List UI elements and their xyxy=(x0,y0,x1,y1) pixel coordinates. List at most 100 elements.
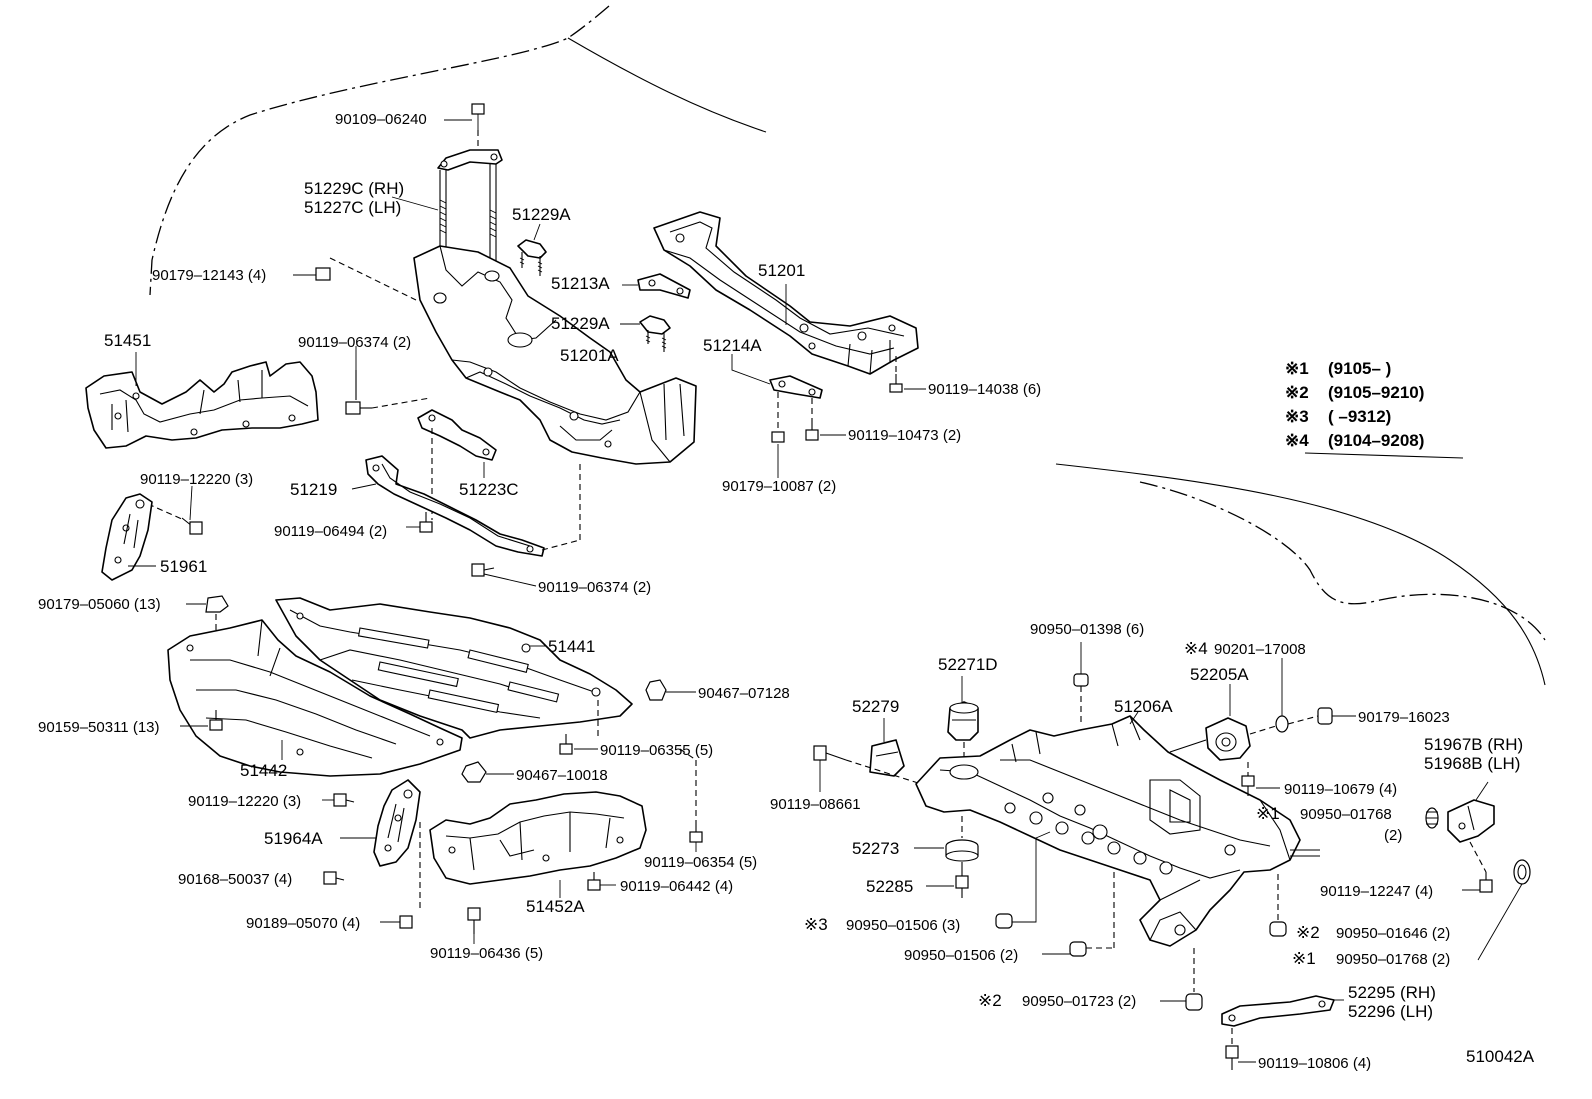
cushion-90950-01646 xyxy=(1269,921,1287,937)
nut-90179-10087 xyxy=(771,431,785,443)
bolt-52285 xyxy=(955,862,969,898)
label-90950-01723: 90950–01723 (2) xyxy=(1022,993,1136,1010)
label-51206A: 51206A xyxy=(1114,697,1173,716)
label-51441: 51441 xyxy=(548,637,595,656)
version-notes: ※1 (9105– ) ※2 (9105–9210) ※3 ( –9312) ※… xyxy=(1285,359,1464,459)
mark-3: ※3 xyxy=(804,915,828,934)
label-51452A: 51452A xyxy=(526,897,585,916)
rear-member-51206A xyxy=(915,715,1320,947)
bolt-90119-06374-a xyxy=(345,370,372,415)
label-90119-06442: 90119–06442 (4) xyxy=(620,878,733,895)
nut-90189-05070 xyxy=(399,915,413,929)
bolt-90119-12220-a xyxy=(181,517,203,535)
bracket-51967B xyxy=(1447,799,1495,843)
label-51229A-mid: 51229A xyxy=(551,314,610,333)
label-90119-12220-b: 90119–12220 (3) xyxy=(188,793,301,810)
note-2-range: (9105–9210) xyxy=(1328,383,1424,402)
label-51227C-lh: 51227C (LH) xyxy=(304,198,401,217)
bolt-90119-12220-b xyxy=(333,793,355,807)
label-90179-05060: 90179–05060 (13) xyxy=(38,596,161,613)
label-51964A: 51964A xyxy=(264,829,323,848)
note-1-mark: ※1 xyxy=(1285,359,1309,378)
bolt-90119-10473 xyxy=(805,424,819,441)
bolt-90119-06442 xyxy=(587,872,601,891)
label-51967B-rh: 51967B (RH) xyxy=(1424,735,1523,754)
label-52273: 52273 xyxy=(852,839,899,858)
bolt-90109-06240 xyxy=(471,103,485,150)
label-51219: 51219 xyxy=(290,480,337,499)
under-cover-51442 xyxy=(167,619,463,777)
note-4-range: (9104–9208) xyxy=(1328,431,1424,450)
stud-bracket-51229C xyxy=(437,149,503,272)
crossmember-51201 xyxy=(653,211,919,375)
arm-52295 xyxy=(1221,995,1335,1027)
label-52271D: 52271D xyxy=(938,655,998,674)
label-90950-01646: 90950–01646 (2) xyxy=(1336,925,1450,942)
stud-51229A-mid xyxy=(639,315,671,352)
mark-4-top: ※4 xyxy=(1184,639,1208,658)
part-labels: 90109–06240 51229C (RH) 51227C (LH) 5122… xyxy=(38,111,1535,1072)
bolt-90168-50037 xyxy=(323,871,345,885)
label-51214A: 51214A xyxy=(703,336,762,355)
bolt-90119-06436 xyxy=(467,907,481,934)
clip-90467-10018 xyxy=(461,761,487,783)
label-52296-lh: 52296 (LH) xyxy=(1348,1002,1433,1021)
bolt-90119-06494 xyxy=(419,512,433,533)
note-2-mark: ※2 xyxy=(1285,383,1309,402)
brace-51213A xyxy=(637,273,691,299)
label-90119-10806: 90119–10806 (4) xyxy=(1258,1055,1371,1072)
shield-51451 xyxy=(85,361,319,449)
shield-51452A xyxy=(429,791,647,885)
label-90950-01398: 90950–01398 (6) xyxy=(1030,621,1144,638)
ring-90950-01768-b xyxy=(1513,859,1531,885)
label-90119-06355: 90119–06355 (5) xyxy=(600,742,713,759)
brace-51219 xyxy=(365,455,545,557)
label-90179-16023: 90179–16023 xyxy=(1358,709,1450,726)
diagram-code: 510042A xyxy=(1466,1047,1535,1066)
bolt-90119-06354 xyxy=(689,822,703,843)
body-outline-front xyxy=(149,5,767,296)
label-90950-01768-b: 90950–01768 (2) xyxy=(1336,951,1450,968)
label-90189-05070: 90189–05070 (4) xyxy=(246,915,360,932)
cushion-90950-01723 xyxy=(1185,993,1203,1011)
cushion-90950-01506-3 xyxy=(995,913,1013,929)
brace-51223C xyxy=(417,409,497,461)
bolt-90119-14038 xyxy=(889,356,903,393)
label-90201-17008: 90201–17008 xyxy=(1214,641,1306,658)
stopper-52271D xyxy=(947,701,979,741)
label-90119-10679: 90119–10679 (4) xyxy=(1284,781,1397,798)
label-90119-06374-a: 90119–06374 (2) xyxy=(298,334,411,351)
clip-90467-07128 xyxy=(645,679,667,701)
label-51961: 51961 xyxy=(160,557,207,576)
label-90119-06436: 90119–06436 (5) xyxy=(430,945,543,962)
label-51229C-rh: 51229C (RH) xyxy=(304,179,404,198)
label-51229A-top: 51229A xyxy=(512,205,571,224)
label-90119-08661: 90119–08661 xyxy=(770,796,861,813)
bolt-90119-08661 xyxy=(813,745,847,761)
label-90119-12247: 90119–12247 (4) xyxy=(1320,883,1433,900)
brace-51214A xyxy=(769,375,823,399)
cushion-90950-01398 xyxy=(1073,673,1089,687)
bolt-90159-50311 xyxy=(209,710,223,731)
label-90950-01768-a: 90950–01768 xyxy=(1300,806,1392,823)
body-outline-rear xyxy=(1055,463,1546,686)
label-52205A: 52205A xyxy=(1190,665,1249,684)
label-90950-01506-3: 90950–01506 (3) xyxy=(846,917,960,934)
nut-90179-16023 xyxy=(1317,707,1333,725)
label-qty-2: (2) xyxy=(1384,827,1402,844)
label-51201A: 51201A xyxy=(560,346,619,365)
nut-90179-05060 xyxy=(205,595,229,613)
label-90950-01506-2: 90950–01506 (2) xyxy=(904,947,1018,964)
bracket-51961 xyxy=(101,493,153,581)
washer-90950-01768-a xyxy=(1425,807,1439,829)
mark-2-a: ※2 xyxy=(1296,923,1320,942)
label-51442: 51442 xyxy=(240,761,287,780)
label-52279: 52279 xyxy=(852,697,899,716)
label-90159-50311: 90159–50311 (13) xyxy=(38,719,160,736)
label-51213A: 51213A xyxy=(551,274,610,293)
label-51223C: 51223C xyxy=(459,480,519,499)
bolt-90119-06374-b xyxy=(471,563,495,577)
label-90467-10018: 90467–10018 xyxy=(516,767,608,784)
label-90109-06240: 90109–06240 xyxy=(335,111,427,128)
